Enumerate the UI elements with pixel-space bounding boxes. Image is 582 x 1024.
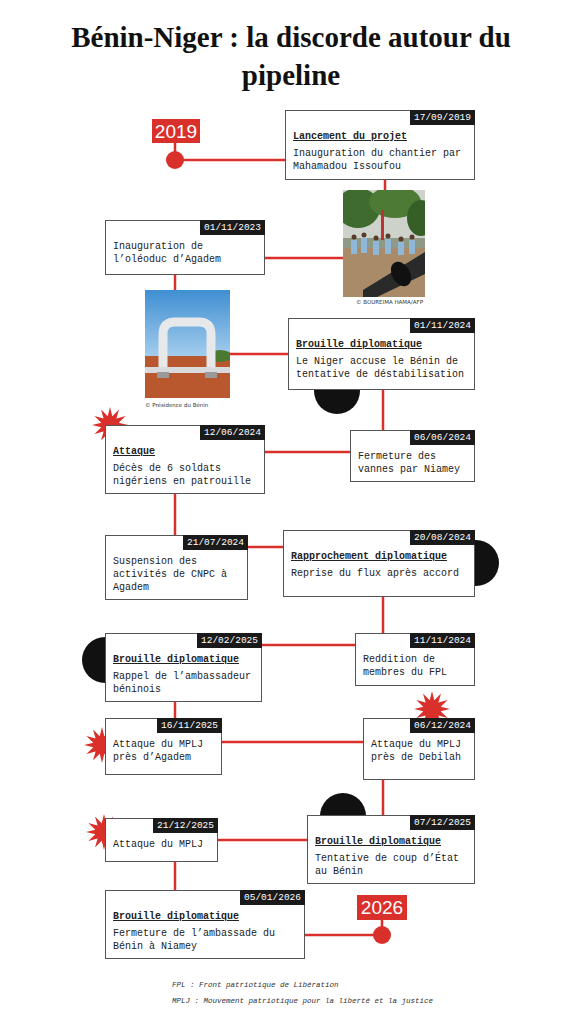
event-box: 21/07/2024Suspension des activités de CN… [105,535,248,600]
event-heading: Rapprochement diplomatique [291,550,467,563]
event-box: 12/02/2025Brouille diplomatiqueRappel de… [105,633,262,702]
event-heading: Brouille diplomatique [113,653,254,666]
event-box: 21/12/2025Attaque du MPLJ [105,818,218,862]
date-tab: 21/07/2024 [183,535,248,550]
event-text: Fermeture des vannes par Niamey [358,450,467,476]
timeline-dot [373,926,391,944]
timeline-connector [382,597,385,633]
timeline-connector [218,839,307,842]
date-tab: 11/11/2024 [410,633,475,648]
timeline-dot [166,151,184,169]
event-box: 05/01/2026Brouille diplomatiqueFermeture… [105,890,305,959]
site-photo [343,190,425,297]
event-text: Inauguration du chantier par Mahamadou I… [293,147,467,173]
event-text: Reddition de membres du FPL [363,653,467,679]
timeline-connector [265,451,350,454]
date-tab: 01/11/2023 [200,220,265,235]
date-tab: 12/02/2025 [197,633,262,648]
date-tab: 16/11/2025 [157,718,222,733]
footnote: FPL : Front patriotique de Libération [172,982,339,990]
event-text: Inauguration de l’oléoduc d’Agadem [113,240,257,266]
photo-credit: © BOUREIMA HAMA/AFP [356,300,423,306]
event-box: 01/11/2024Brouille diplomatique Le Niger … [288,318,475,390]
event-box: 01/11/2023Inauguration de l’oléoduc d’Ag… [105,220,265,275]
timeline-connector [382,390,385,430]
event-heading: Brouille diplomatique [315,835,467,848]
timeline-connector [175,143,285,160]
year-badge: 2026 [357,895,407,920]
timeline-connector [382,780,385,815]
event-text: Attaque du MPLJ près de Debilah [371,738,467,764]
event-text: Suspension des activités de CNPC à Agade… [113,555,240,594]
event-heading: Attaque [113,445,257,458]
event-box: 20/08/2024Rapprochement diplomatiqueRepr… [283,530,475,597]
event-box: 06/06/2024Fermeture des vannes par Niame… [350,430,475,482]
event-text: Attaque du MPLJ [113,838,210,851]
event-text: Fermeture de l’ambassade du Bénin à Niam… [113,927,297,953]
event-text: Reprise du flux après accord [291,567,467,580]
event-text: Le Niger accuse le Bénin de tentative de… [296,355,467,381]
photo-credit: © Présidence du Bénin [145,403,208,409]
year-label: 2019 [155,121,197,142]
event-box: 16/11/2025Attaque du MPLJ près d’Agadem [105,718,222,775]
event-box: 17/09/2019Lancement du projetInauguratio… [285,110,475,180]
event-text: Tentative de coup d’État au Bénin [315,852,467,878]
timeline-connector [305,920,382,935]
year-label: 2026 [361,897,403,918]
timeline-connector [174,494,177,535]
year-badge: 2019 [152,119,200,143]
date-tab: 17/09/2019 [410,110,475,125]
event-heading: Brouille diplomatique [296,338,467,351]
timeline-connector [174,862,177,890]
event-heading: Lancement du projet [293,130,467,143]
date-tab: 21/12/2025 [153,818,218,833]
event-text: Attaque du MPLJ près d’Agadem [113,738,214,764]
footnote: MPLJ : Mouvement patriotique pour la lib… [172,998,433,1006]
date-tab: 05/01/2026 [240,890,305,905]
date-tab: 06/12/2024 [410,718,475,733]
event-text: Rappel de l’ambassadeur béninois [113,670,254,696]
date-tab: 01/11/2024 [410,318,475,333]
timeline-connector [174,702,177,718]
timeline-connector [265,180,385,258]
event-box: 11/11/2024Reddition de membres du FPL [355,633,475,686]
timeline-connector [262,644,355,647]
event-box: 06/12/2024Attaque du MPLJ près de Debila… [363,718,475,780]
diagram-title: Bénin-Niger : la discorde autour du pipe… [30,18,552,94]
date-tab: 12/06/2024 [200,425,265,440]
date-tab: 06/06/2024 [410,430,475,445]
event-box: 07/12/2025Brouille diplomatiqueTentative… [307,815,475,884]
timeline-connector [222,741,363,744]
date-tab: 07/12/2025 [410,815,475,830]
event-box: 12/06/2024AttaqueDécès de 6 soldats nigé… [105,425,265,494]
timeline-connector [248,546,283,549]
event-heading: Brouille diplomatique [113,910,297,923]
event-text: Décès de 6 soldats nigériens en patrouil… [113,462,257,488]
pipeline-photo [145,290,230,398]
date-tab: 20/08/2024 [410,530,475,545]
